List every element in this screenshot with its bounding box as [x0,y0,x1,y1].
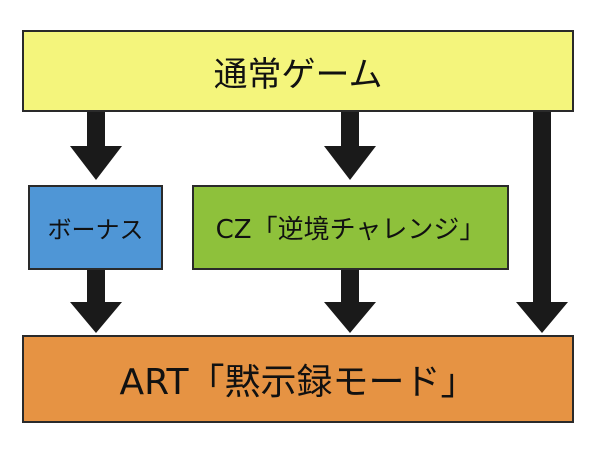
arrow-normal-to-cz [324,112,376,180]
arrow-bonus-to-art [70,270,122,333]
normal-game-label: 通常ゲーム [213,54,383,95]
bonus-box: ボーナス [28,185,163,270]
bonus-label: ボーナス [47,216,144,244]
art-mode-label: ART「黙示録モード」 [119,362,477,403]
arrow-normal-to-art [516,112,568,333]
cz-challenge-box: CZ「逆境チャレンジ」 [192,185,509,270]
cz-challenge-label: CZ「逆境チャレンジ」 [215,215,486,245]
arrow-cz-to-art [324,270,376,333]
arrow-normal-to-bonus [70,112,122,180]
art-mode-box: ART「黙示録モード」 [22,335,574,423]
normal-game-box: 通常ゲーム [22,30,574,112]
